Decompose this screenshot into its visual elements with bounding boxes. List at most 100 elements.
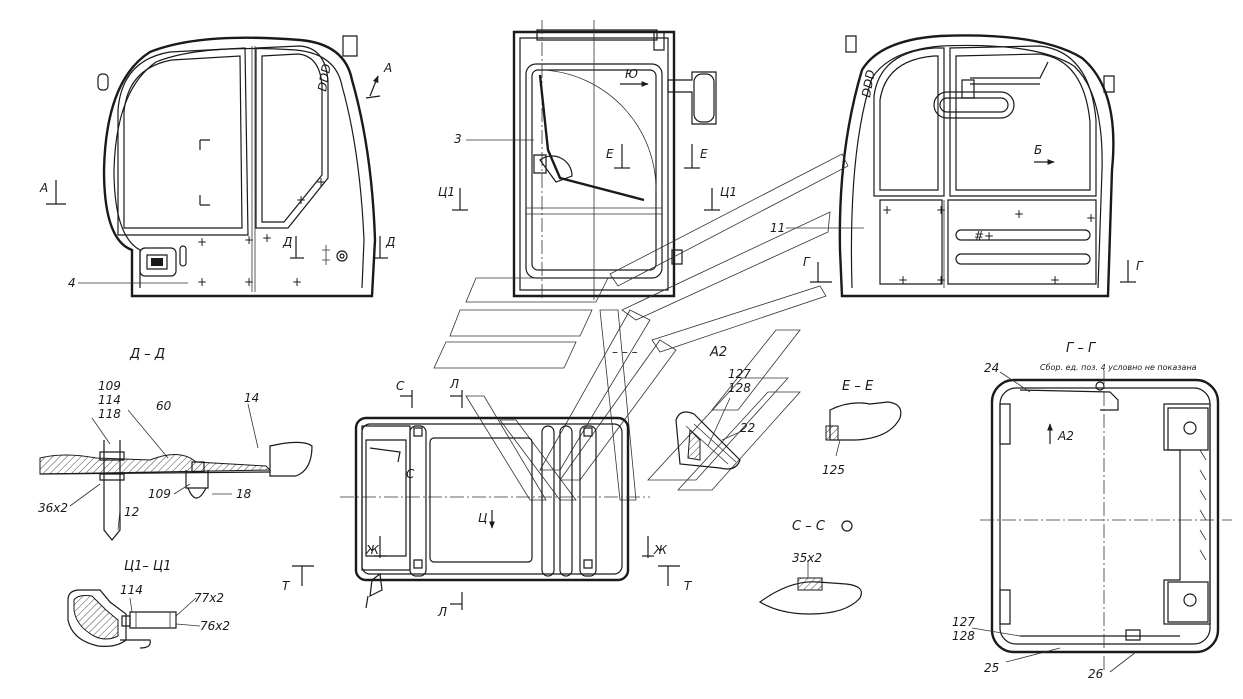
- cab-left-side-view: DDD + + + + + + + + 4 А А Д Д: [39, 36, 395, 296]
- part-label-18: 18: [236, 487, 252, 501]
- cab-front-view: 3 Ю Е Е Ц1 Ц1: [438, 20, 737, 300]
- svg-text:Ц: Ц: [478, 511, 487, 525]
- svg-text:+: +: [262, 231, 272, 245]
- section-gg-note: Сбор. ед. поз. 4 условно не показана: [1040, 363, 1197, 372]
- svg-text:+: +: [197, 275, 207, 289]
- svg-text:+: +: [292, 275, 302, 289]
- part-label-128a: 128: [728, 381, 751, 395]
- svg-text:Д: Д: [282, 235, 292, 249]
- svg-text:Ц1: Ц1: [438, 185, 455, 199]
- section-marker-a2-arrow: А2: [1047, 423, 1074, 444]
- svg-text:Б: Б: [1034, 143, 1042, 157]
- section-c1-c1: Ц1– Ц1 114 77х2 76х2: [68, 559, 230, 648]
- part-label-14: 14: [244, 391, 259, 405]
- section-marker-zh-left: Ж: [365, 536, 386, 558]
- part-label-109b: 109: [148, 487, 171, 501]
- section-marker-c-mid: С: [406, 467, 415, 481]
- svg-text:Л: Л: [437, 605, 447, 619]
- part-label-12: 12: [124, 505, 139, 519]
- svg-text:Ц1: Ц1: [720, 185, 737, 199]
- svg-text:+: +: [316, 175, 326, 189]
- svg-text:+: +: [1014, 207, 1024, 221]
- part-label-125: 125: [822, 463, 845, 477]
- part-label-35x2: 35х2: [792, 551, 822, 565]
- section-marker-zh-right: Ж: [642, 536, 668, 558]
- svg-text:Г: Г: [803, 255, 811, 269]
- svg-text:Ю: Ю: [625, 67, 638, 81]
- part-label-26: 26: [1088, 667, 1104, 681]
- part-label-109a: 109: [98, 379, 121, 393]
- part-label-4: 4: [68, 276, 76, 290]
- rotation-symbol: [842, 521, 852, 531]
- svg-text:Г: Г: [1136, 259, 1144, 273]
- svg-text:С: С: [396, 379, 405, 393]
- part-label-114a: 114: [98, 393, 121, 407]
- part-label-77x2: 77х2: [194, 591, 224, 605]
- section-c-c: С – С 35х2: [760, 519, 861, 614]
- section-e-e: Е – Е 125: [822, 379, 901, 477]
- svg-text:+: +: [244, 233, 254, 247]
- part-label-11: 11: [770, 221, 785, 235]
- svg-text:А2: А2: [1057, 429, 1074, 443]
- section-d-d: Д – Д 109 114 118 60 14 36х2 109 18 12: [38, 347, 312, 540]
- svg-text:DDD: DDD: [315, 63, 334, 93]
- svg-text:+: +: [197, 235, 207, 249]
- svg-text:Ж: Ж: [653, 543, 668, 557]
- svg-text:+: +: [244, 275, 254, 289]
- fastener-markers: + + + + + + + +: [197, 175, 326, 289]
- part-label-60: 60: [156, 399, 172, 413]
- section-c1c1-title: Ц1– Ц1: [124, 559, 171, 574]
- svg-text:Е: Е: [606, 147, 614, 161]
- part-label-24: 24: [984, 361, 999, 375]
- section-marker-g-right: Г: [1120, 259, 1144, 282]
- svg-text:+: +: [936, 273, 946, 287]
- svg-text:DDD: DDD: [859, 69, 878, 99]
- part-label-114b: 114: [120, 583, 143, 597]
- section-cc-title: С – С: [792, 519, 826, 534]
- svg-text:А: А: [383, 61, 392, 75]
- section-gg-title: Г – Г: [1066, 341, 1097, 356]
- svg-text:+: +: [936, 203, 946, 217]
- svg-text:+: +: [898, 273, 908, 287]
- part-label-127b: 127: [952, 615, 975, 629]
- svg-text:С: С: [406, 467, 415, 481]
- part-label-76x2: 76х2: [200, 619, 230, 633]
- section-marker-ts-center: Ц: [478, 510, 495, 529]
- svg-text:+: +: [882, 203, 892, 217]
- section-marker-a-left: А: [39, 180, 66, 204]
- section-marker-t-left: Т: [282, 566, 314, 593]
- part-label-25: 25: [984, 661, 999, 675]
- svg-text:Ж: Ж: [365, 543, 380, 557]
- part-label-127a: 127: [728, 367, 751, 381]
- svg-text:Т: Т: [282, 579, 291, 593]
- svg-text:Д: Д: [385, 235, 395, 249]
- section-marker-l-top: Л: [449, 377, 462, 408]
- section-marker-c1-right: Ц1: [704, 185, 737, 210]
- section-g-g: Г – Г Сбор. ед. поз. 4 условно не показа…: [952, 341, 1232, 681]
- svg-text:Т: Т: [684, 579, 693, 593]
- section-marker-b: Б: [1034, 143, 1055, 165]
- section-ee-title: Е – Е: [842, 379, 874, 394]
- part-label-118: 118: [98, 407, 121, 421]
- svg-text:#+: #+: [974, 229, 994, 243]
- cab-plan-view: С Л С Ц Ж Ж Т: [282, 377, 693, 619]
- section-marker-c-top: С: [396, 379, 412, 408]
- section-marker-yu: Ю: [620, 67, 649, 87]
- section-marker-l-bottom: Л: [437, 592, 462, 619]
- part-label-3: 3: [454, 132, 462, 146]
- section-marker-a-top: А: [366, 61, 392, 98]
- svg-text:Л: Л: [449, 377, 459, 391]
- detail-a2: А2 127 128 22: [676, 345, 755, 469]
- section-marker-g-left: Г: [803, 255, 832, 282]
- section-marker-t-right: Т: [658, 566, 693, 593]
- part-label-36x2: 36х2: [38, 501, 68, 515]
- section-marker-c1-left: Ц1: [438, 185, 468, 210]
- section-marker-d-right: Д: [374, 235, 395, 258]
- part-label-128b: 128: [952, 629, 975, 643]
- section-marker-d-left: Д: [282, 235, 304, 258]
- section-dd-title: Д – Д: [129, 347, 165, 362]
- svg-text:+: +: [296, 193, 306, 207]
- projection-direction-symbol: – – –: [434, 154, 848, 500]
- svg-text:+: +: [1086, 211, 1096, 225]
